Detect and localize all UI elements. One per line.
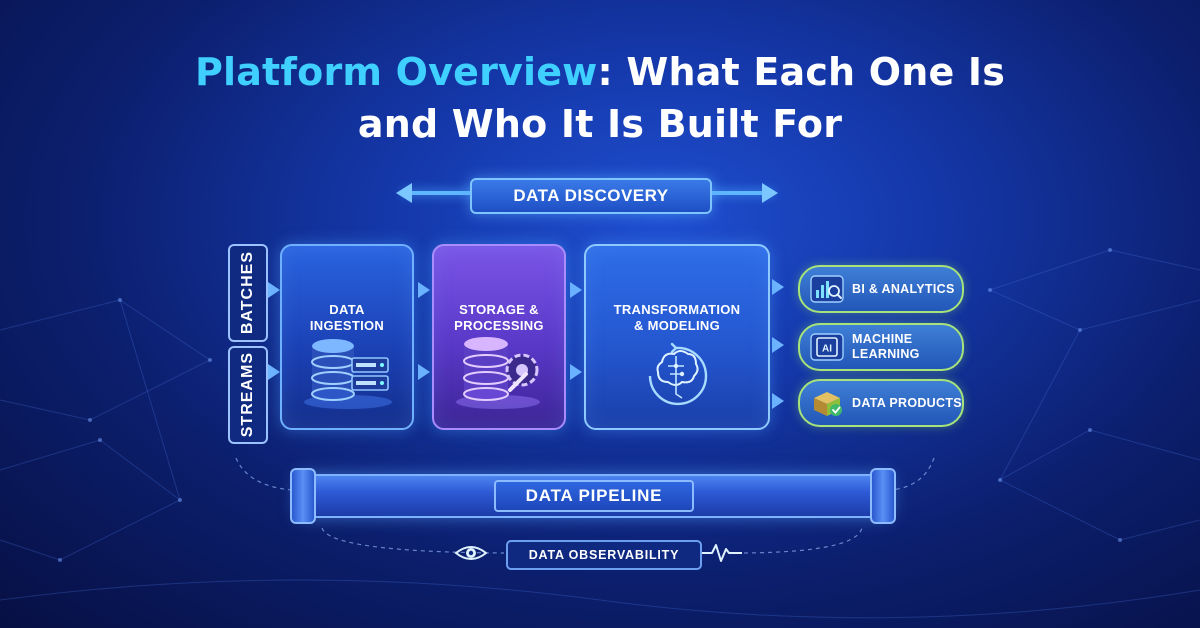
output-bi-label: BI & ANALYTICS <box>852 282 955 297</box>
flow-arrow-icon <box>268 282 280 298</box>
stage-transform-label-line1: TRANSFORMATION <box>613 302 741 317</box>
input-batches: BATCHES <box>228 244 268 342</box>
eye-icon <box>454 546 488 560</box>
output-bi-analytics: BI & ANALYTICS <box>798 265 964 313</box>
data-observability-label: DATA OBSERVABILITY <box>506 540 702 570</box>
stage-storage-label-line2: PROCESSING <box>454 318 544 333</box>
page-title: Platform Overview: What Each One Is and … <box>0 46 1200 150</box>
flow-arrow-icon <box>570 364 582 380</box>
input-streams: STREAMS <box>228 346 268 444</box>
input-batches-label: BATCHES <box>239 251 256 335</box>
title-line1-rest: : What Each One Is <box>597 50 1006 94</box>
data-pipeline-label: DATA PIPELINE <box>494 480 694 512</box>
output-data-products: DATA PRODUCTS <box>798 379 964 427</box>
output-ml-label-line2: LEARNING <box>852 347 920 361</box>
title-highlight: Platform Overview <box>194 50 598 94</box>
flow-arrow-icon <box>772 337 784 353</box>
title-line2: and Who It Is Built For <box>357 102 843 146</box>
stage-ingestion-label-line1: DATA <box>329 302 365 317</box>
discovery-arrow-right-icon <box>762 183 778 203</box>
stage-transform-label-line2: & MODELING <box>633 318 721 333</box>
flow-arrow-icon <box>570 282 582 298</box>
stage-data-ingestion: DATA INGESTION <box>280 244 414 430</box>
flow-arrow-icon <box>418 282 430 298</box>
output-machine-learning: AI MACHINE LEARNING <box>798 323 964 371</box>
input-streams-label: STREAMS <box>239 352 256 438</box>
ai-chip-icon: AI <box>810 333 844 361</box>
output-ml-label-line1: MACHINE <box>852 332 913 346</box>
analytics-chart-icon <box>810 275 844 303</box>
ai-chip-text: AI <box>822 344 832 355</box>
stage-ingestion-label: DATA INGESTION <box>282 302 412 334</box>
discovery-arrow-left-icon <box>396 183 412 203</box>
stage-transform-label: TRANSFORMATION & MODELING <box>586 302 768 334</box>
stage-storage-label-line1: STORAGE & <box>459 302 539 317</box>
flow-arrow-icon <box>268 364 280 380</box>
stage-storage-processing: STORAGE & PROCESSING <box>432 244 566 430</box>
data-discovery-label: DATA DISCOVERY <box>470 178 712 214</box>
output-dp-label-line1: DATA PRODUCTS <box>852 395 962 410</box>
flow-arrow-icon <box>418 364 430 380</box>
output-bi-label-line1: BI & ANALYTICS <box>852 281 955 296</box>
stage-transformation-modeling: TRANSFORMATION & MODELING <box>584 244 770 430</box>
output-ml-label: MACHINE LEARNING <box>852 332 920 362</box>
output-dp-label: DATA PRODUCTS <box>852 396 962 411</box>
flow-arrow-icon <box>772 279 784 295</box>
pipeline-cap-right <box>870 468 896 524</box>
pipeline-cap-left <box>290 468 316 524</box>
database-gear-icon <box>456 337 540 409</box>
database-server-icon <box>304 339 392 409</box>
stage-storage-label: STORAGE & PROCESSING <box>434 302 564 334</box>
product-box-check-icon <box>814 392 842 416</box>
brain-circuit-icon <box>648 342 708 406</box>
heartbeat-icon <box>702 544 742 562</box>
flow-arrow-icon <box>772 393 784 409</box>
stage-ingestion-label-line2: INGESTION <box>309 318 385 333</box>
